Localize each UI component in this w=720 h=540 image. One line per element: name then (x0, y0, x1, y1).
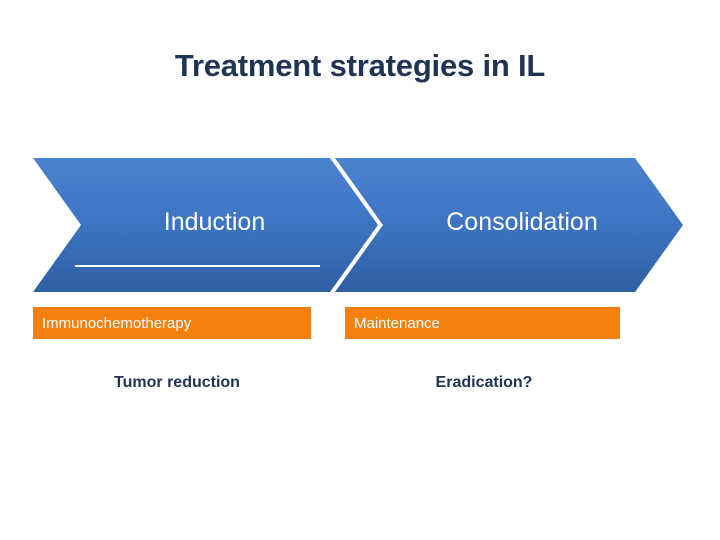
page-title: Treatment strategies in IL (174, 48, 546, 83)
goal-caption-eradication: Eradication? (435, 374, 533, 391)
chevron-underline-divider (75, 265, 320, 267)
chevron-label-consolidation: Consolidation (446, 208, 598, 236)
chevron-phase-consolidation[interactable]: Consolidation (335, 158, 683, 292)
treatment-label-maintenance: Maintenance (354, 314, 440, 332)
chevron-phase-induction[interactable]: Induction (33, 158, 378, 292)
treatment-bar-induction[interactable]: Immunochemotherapy (33, 307, 311, 339)
treatment-bar-consolidation[interactable]: Maintenance (345, 307, 620, 339)
process-chevron-diagram: Induction Consolidation (0, 158, 720, 292)
chevron-label-induction: Induction (163, 208, 266, 236)
treatment-label-immunochemotherapy: Immunochemotherapy (42, 314, 192, 332)
goal-caption-tumor-reduction: Tumor reduction (114, 374, 240, 391)
